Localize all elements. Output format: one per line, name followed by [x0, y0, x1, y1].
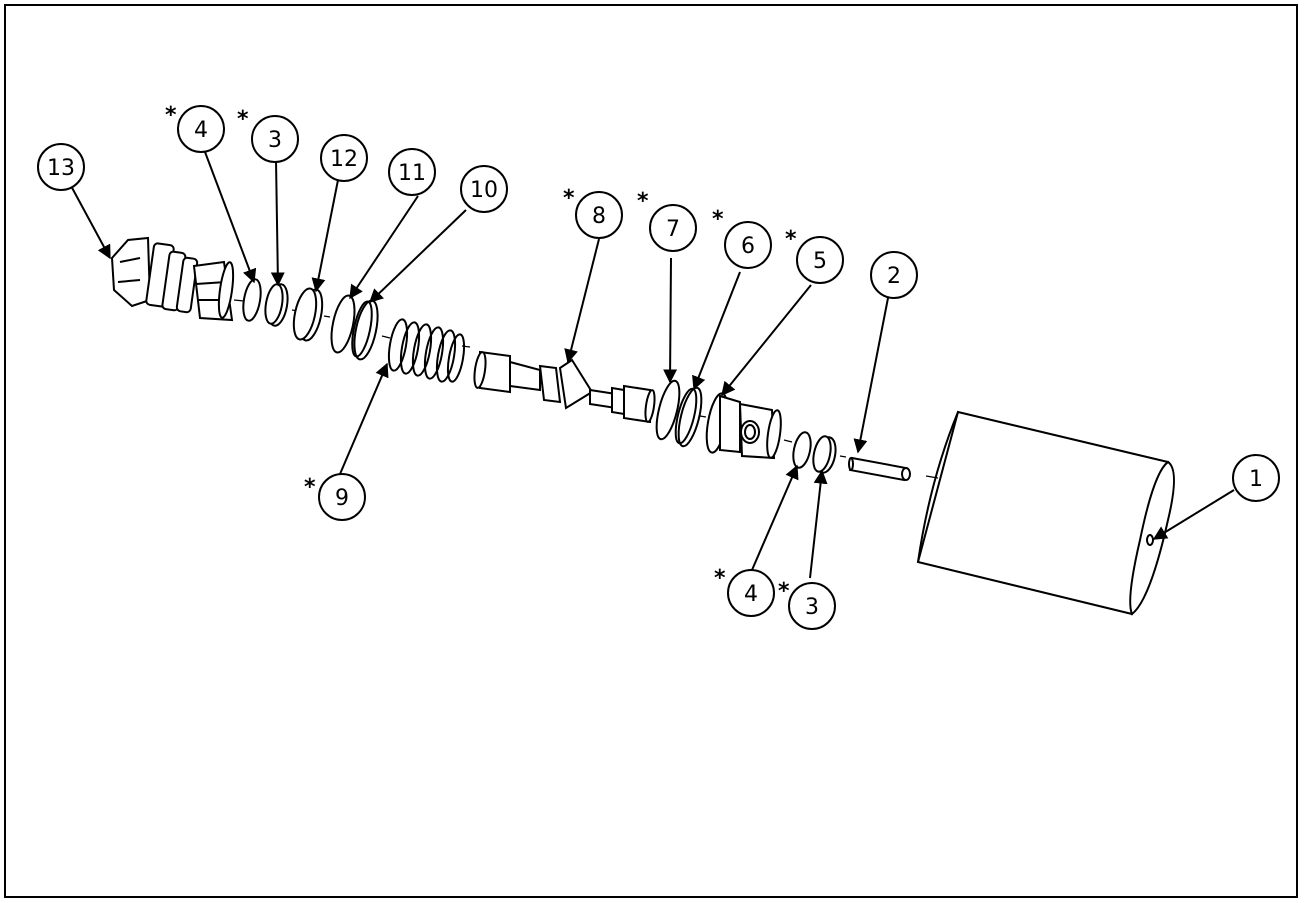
balloon-5: * 5 — [785, 227, 844, 284]
balloon-6: * 6 — [712, 207, 772, 269]
balloon-9: * 9 — [304, 473, 366, 521]
balloon-3-right: * 3 — [778, 579, 836, 630]
balloon-label: 10 — [470, 178, 498, 203]
balloon-8: * 8 — [563, 186, 623, 239]
balloon-11: 11 — [388, 148, 436, 196]
balloon-label: 4 — [194, 118, 208, 143]
balloon-7: * 7 — [637, 189, 697, 252]
balloon-12: 12 — [320, 134, 368, 182]
star-marker: * — [714, 566, 726, 591]
balloon-4-right: * 4 — [714, 566, 775, 617]
balloon-2: 2 — [870, 251, 918, 299]
star-marker: * — [637, 189, 649, 214]
leader-lines — [69, 143, 1235, 579]
star-marker: * — [304, 475, 316, 500]
drawing-border — [4, 4, 1298, 898]
balloon-label: 8 — [592, 204, 606, 229]
part-8-spool — [473, 350, 656, 424]
balloon-label: 3 — [268, 128, 282, 153]
part-1-body — [916, 410, 1175, 616]
balloon-4-left: * 4 — [165, 103, 225, 153]
balloon-label: 9 — [335, 486, 349, 511]
balloon-label: 2 — [887, 264, 901, 289]
star-marker: * — [165, 103, 177, 128]
part-9-spring — [387, 318, 466, 383]
star-marker: * — [237, 107, 249, 132]
balloon-label: 7 — [666, 217, 680, 242]
part-12-washer — [292, 287, 324, 342]
balloon-label: 4 — [744, 582, 758, 607]
balloon-label: 11 — [398, 161, 426, 186]
balloon-3-left: * 3 — [237, 107, 299, 163]
part-2-pin — [848, 456, 911, 482]
part-3-backup-ring-right — [812, 435, 837, 474]
part-5-cage — [705, 392, 782, 460]
balloon-label: 5 — [813, 249, 827, 274]
balloon-label: 3 — [805, 595, 819, 620]
balloon-label: 1 — [1249, 467, 1263, 492]
part-11-o-ring — [330, 294, 356, 354]
balloon-label: 13 — [47, 156, 75, 181]
balloon-label: 6 — [741, 234, 755, 259]
balloon-10: 10 — [460, 165, 508, 213]
part-3-backup-ring-left — [264, 283, 289, 327]
balloon-1: 1 — [1232, 454, 1280, 502]
balloon-13: 13 — [37, 143, 85, 191]
star-marker: * — [563, 186, 575, 211]
part-4-ring-left — [242, 278, 262, 322]
star-marker: * — [778, 579, 790, 604]
star-marker: * — [785, 227, 797, 252]
part-4-ring-right — [792, 431, 812, 469]
balloon-label: 12 — [330, 147, 358, 172]
star-marker: * — [712, 207, 724, 232]
part-13-end-cap — [110, 236, 235, 322]
